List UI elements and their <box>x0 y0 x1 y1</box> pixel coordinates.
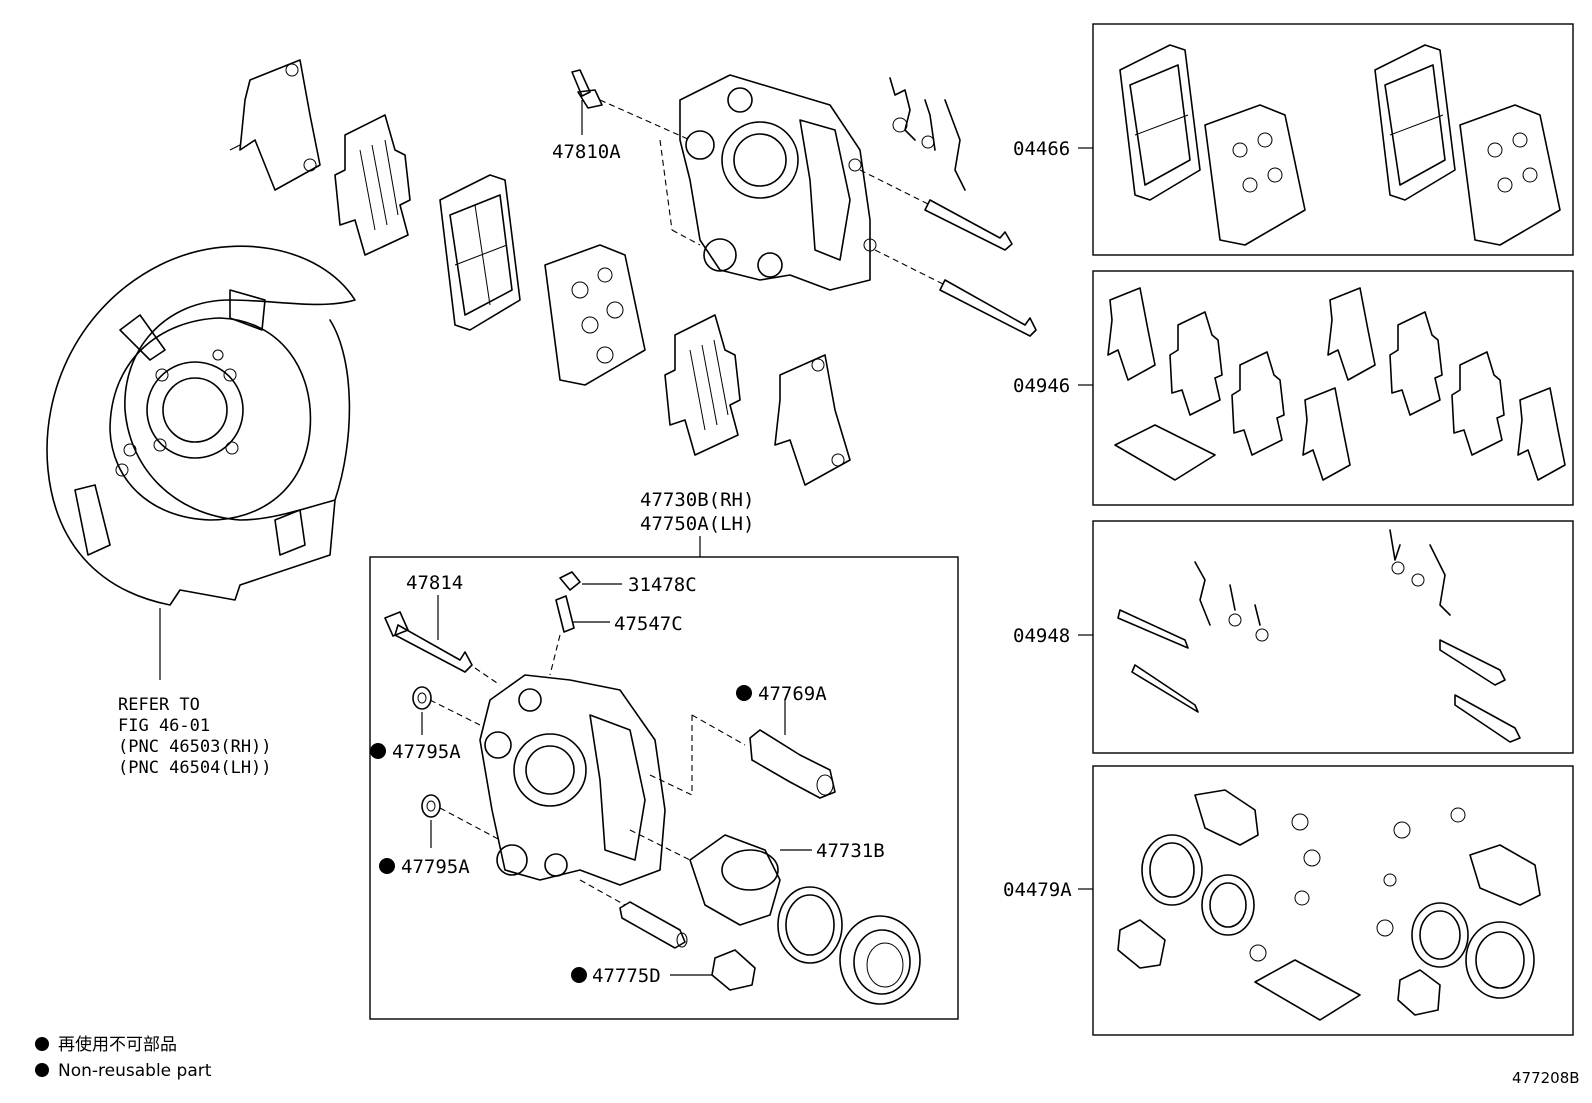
non-reusable-marker-47769A <box>736 685 752 701</box>
refer-note-line2: FIG 46-01 <box>118 716 210 736</box>
brake-pad-left-illustration <box>439 174 521 331</box>
guide-bolt-47814-illustration <box>384 595 501 686</box>
washer-upper-illustration <box>412 686 481 735</box>
shim-inner-left-illustration <box>334 114 411 256</box>
callout-47750A-LH: 47750A(LH) <box>640 513 754 535</box>
legend-marker-japanese <box>35 1037 49 1051</box>
callout-47775D: 47775D <box>592 965 661 987</box>
non-reusable-marker-47775D <box>571 967 587 983</box>
callout-47814: 47814 <box>406 572 463 594</box>
kit-box-04948 <box>1092 520 1574 754</box>
washer-lower-illustration <box>421 794 501 848</box>
non-reusable-marker-47795A-upper <box>370 743 386 759</box>
bleeder-cap-illustration <box>559 571 622 591</box>
callout-47730B-RH: 47730B(RH) <box>640 489 754 511</box>
legend-japanese: 再使用不可部品 <box>58 1034 177 1055</box>
callout-04466: 04466 <box>1013 138 1070 160</box>
refer-note-line4: (PNC 46504(LH)) <box>118 758 272 778</box>
refer-note-line3: (PNC 46503(RH)) <box>118 737 272 757</box>
piston-47731B-illustration <box>629 829 812 926</box>
callout-47795A-lower: 47795A <box>401 856 470 878</box>
boot-illustration <box>839 915 921 1005</box>
legend-english: Non-reusable part <box>58 1061 212 1081</box>
callout-31478C: 31478C <box>628 574 697 596</box>
caliper-assembly-box <box>369 556 959 1020</box>
drawing-code: 477208B <box>1512 1069 1580 1087</box>
callout-47547C: 47547C <box>614 613 683 635</box>
kit-04479A-seals-illustration <box>1117 789 1541 1021</box>
non-reusable-marker-47795A-lower <box>379 858 395 874</box>
bleeder-plug-illustration <box>549 595 610 676</box>
refer-note-line1: REFER TO <box>118 695 200 715</box>
callout-47769A: 47769A <box>758 683 827 705</box>
kit-box-04946 <box>1092 270 1574 506</box>
callout-04479A: 04479A <box>1003 879 1072 901</box>
callout-04946: 04946 <box>1013 375 1070 397</box>
callout-04948: 04948 <box>1013 625 1070 647</box>
shim-inner-right-illustration <box>664 314 741 456</box>
guide-bolt-top-illustration <box>571 69 701 246</box>
caliper-bracket-illustration <box>679 74 877 291</box>
legend-marker-english <box>35 1063 49 1077</box>
shim-outer-left-illustration <box>229 59 321 191</box>
kit-box-04466 <box>1092 23 1574 256</box>
callout-47795A-upper: 47795A <box>392 741 461 763</box>
kit-box-04479A <box>1092 765 1574 1036</box>
dust-shield-illustration <box>46 245 356 680</box>
piston-seal-illustration <box>777 886 843 964</box>
brake-pad-right-illustration <box>544 244 646 386</box>
kit-04466-pads-illustration <box>1119 44 1561 246</box>
slide-pins-top-illustration <box>859 169 1037 337</box>
kit-04948-pins-illustration <box>1117 529 1521 743</box>
springs-top-illustration <box>889 77 966 191</box>
slide-bushing-47769A-illustration <box>649 700 836 799</box>
kit-04946-shims-illustration <box>1107 287 1566 481</box>
shim-outer-right-illustration <box>774 354 851 486</box>
caliper-body-illustration <box>479 674 666 886</box>
callout-47810A: 47810A <box>552 141 621 163</box>
callout-47731B: 47731B <box>816 840 885 862</box>
slide-pin-47775D-illustration <box>579 879 756 991</box>
